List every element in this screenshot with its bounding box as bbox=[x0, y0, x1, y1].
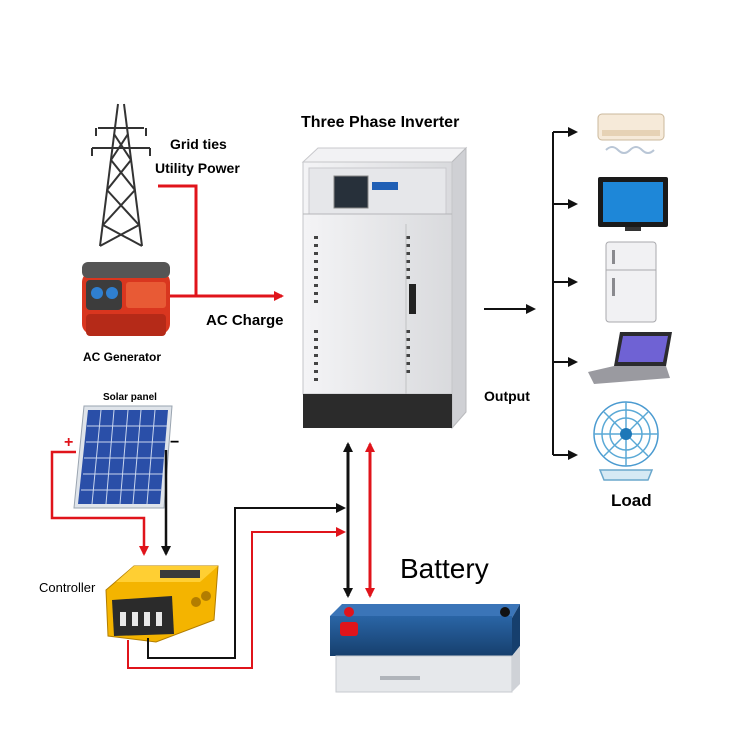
load-label: Load bbox=[611, 491, 652, 510]
television-icon bbox=[598, 177, 668, 231]
positive-terminal-label: + bbox=[64, 434, 74, 451]
utility-wire bbox=[158, 184, 284, 301]
controller-icon bbox=[105, 565, 219, 643]
fan-icon bbox=[593, 401, 659, 481]
ac-generator-label: AC Generator bbox=[83, 350, 162, 364]
ac-generator-icon bbox=[82, 262, 170, 336]
solar-positive-wire bbox=[50, 450, 149, 556]
negative-terminal-label: − bbox=[170, 434, 180, 451]
transmission-tower-icon bbox=[91, 103, 151, 247]
controller-positive-wire bbox=[127, 527, 346, 669]
air-conditioner-icon bbox=[597, 113, 665, 154]
controller-negative-wire bbox=[147, 503, 346, 659]
refrigerator-icon bbox=[605, 241, 657, 323]
grid-ties-label: Grid ties bbox=[170, 136, 227, 152]
three-phase-inverter bbox=[301, 146, 468, 430]
load-bus bbox=[552, 127, 578, 460]
diagram-title: Three Phase Inverter bbox=[301, 114, 460, 131]
laptop-icon bbox=[588, 332, 672, 384]
controller-label: Controller bbox=[39, 580, 96, 595]
output-label: Output bbox=[484, 388, 530, 404]
solar-panel-icon bbox=[73, 405, 173, 509]
utility-power-label: Utility Power bbox=[155, 160, 240, 176]
battery-icon bbox=[330, 604, 520, 693]
battery-label: Battery bbox=[400, 553, 489, 584]
ac-charge-label: AC Charge bbox=[206, 312, 284, 329]
solar-panel-label: Solar panel bbox=[103, 392, 157, 403]
